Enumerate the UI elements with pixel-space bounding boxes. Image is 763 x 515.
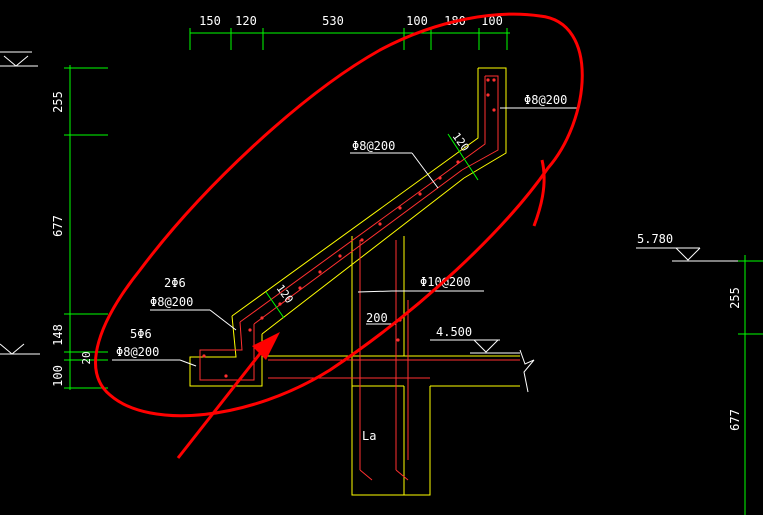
dim-right-677: 677 [728,409,742,431]
annotation-ellipse [94,12,584,418]
thickness-dimension-ticks [265,133,479,319]
annotation-arrow-shaft [176,345,268,459]
left-dimension-chain [64,65,108,390]
dim-left-255: 255 [51,91,65,113]
left-dimension-text: 255 677 148 20 100 [51,91,93,387]
elevation-landing: 4.500 [436,325,472,339]
dim-beam-width: 200 [366,311,388,325]
rebar-label-bottom-step-a: 5Φ6 [130,327,152,341]
dim-top-6: 100 [481,14,503,28]
leader-lines [112,107,578,367]
stair-concrete-outline [189,67,520,496]
dim-top-4: 100 [406,14,428,28]
elevation-right: 5.780 [637,232,673,246]
dim-left-100: 100 [51,365,65,387]
anchor-length-label: La [362,429,376,443]
dim-right-255: 255 [728,287,742,309]
rebar-label-bottom-step-b: Φ8@200 [116,345,159,359]
rebar-lines [199,75,520,481]
dim-left-148: 148 [51,324,65,346]
top-dimension-text: 150 120 530 100 180 100 [199,14,503,28]
break-symbol [519,349,535,393]
dim-top-1: 150 [199,14,221,28]
dim-top-3: 530 [322,14,344,28]
left-level-marker-bottom [0,343,40,355]
dim-left-677: 677 [51,215,65,237]
left-level-marker-top [0,51,38,67]
annotation-stroke-tail [532,159,546,227]
rebar-dots [202,78,496,378]
rebar-label-lower-step-a: 2Φ6 [164,276,186,290]
top-dimension-chain [189,28,510,50]
landing-level-marker [430,339,520,354]
dim-top-2: 120 [235,14,257,28]
rebar-label-lower-step-b: Φ8@200 [150,295,193,309]
right-dimension-chain [738,255,763,515]
annotation-arrowhead [252,332,280,360]
dim-left-20: 20 [80,351,93,364]
rebar-label-slab-top: Φ8@200 [352,139,395,153]
rebar-label-top-end: Φ8@200 [524,93,567,107]
dim-thickness-mid: 120 [274,282,296,306]
right-level-marker [636,247,763,262]
